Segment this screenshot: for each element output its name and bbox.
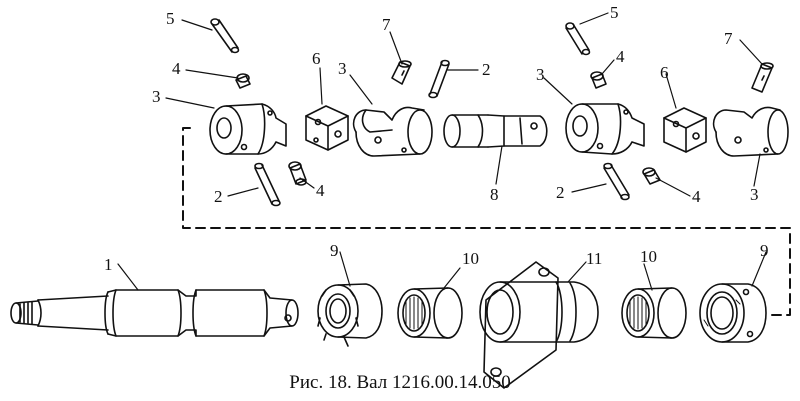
- needle-bearing-10-left: [397, 287, 463, 339]
- slotted-nut-9-left: [317, 283, 383, 347]
- bushing-4-upper-left: [235, 73, 251, 89]
- callout-4: 4: [616, 47, 625, 66]
- slotted-nut-9-right: [699, 283, 767, 343]
- shaft-8: [443, 114, 548, 148]
- callout-3: 3: [536, 65, 545, 84]
- flanged-housing-11: [479, 261, 599, 389]
- leader-lines: [117, 12, 767, 291]
- callout-9: 9: [330, 241, 339, 260]
- callout-9: 9: [760, 241, 769, 260]
- bushing-4-lower-left: [288, 161, 307, 186]
- callout-8: 8: [490, 185, 499, 204]
- callout-7: 7: [724, 29, 733, 48]
- callout-4: 4: [172, 59, 181, 78]
- pin-5-right: [565, 22, 591, 56]
- pin-2-left: [254, 162, 281, 207]
- callout-6: 6: [660, 63, 669, 82]
- callout-3: 3: [338, 59, 347, 78]
- yoke-3-middle: [352, 106, 433, 157]
- pin-5-left: [210, 18, 240, 54]
- callout-10: 10: [640, 247, 657, 266]
- callout-1: 1: [104, 255, 113, 274]
- callout-6: 6: [312, 49, 321, 68]
- callout-2: 2: [556, 183, 565, 202]
- figure-caption: Рис. 18. Вал 1216.00.14.050: [289, 372, 511, 393]
- yoke-3-left: [209, 103, 287, 155]
- yoke-3-right: [565, 103, 645, 155]
- callout-10: 10: [462, 249, 479, 268]
- callout-3: 3: [750, 185, 759, 204]
- cross-block-6-right: [663, 107, 707, 153]
- callout-labels: 5 4 3 6 3 7 2 2 4 8 5 4 3 6 7 2 4 3 1 9 …: [104, 3, 769, 274]
- pin-2-right: [603, 162, 630, 201]
- bushing-4-upper-right: [590, 71, 607, 89]
- cross-block-6-left: [305, 105, 349, 151]
- callout-4: 4: [316, 181, 325, 200]
- pin-7-left: [391, 60, 412, 85]
- callout-4: 4: [692, 187, 701, 206]
- callout-5: 5: [610, 3, 619, 22]
- callout-3: 3: [152, 87, 161, 106]
- yoke-3-far-right: [712, 106, 789, 157]
- pin-7-right: [751, 62, 774, 93]
- callout-2: 2: [482, 60, 491, 79]
- callout-7: 7: [382, 15, 391, 34]
- callout-5: 5: [166, 9, 175, 28]
- callout-11: 11: [586, 249, 602, 268]
- bushing-4-lower-right: [642, 167, 661, 185]
- main-shaft-1: [10, 289, 299, 337]
- needle-bearing-10-right: [621, 287, 687, 339]
- assembly-path-line: [182, 127, 791, 316]
- callout-2: 2: [214, 187, 223, 206]
- pin-2-middle: [428, 59, 450, 99]
